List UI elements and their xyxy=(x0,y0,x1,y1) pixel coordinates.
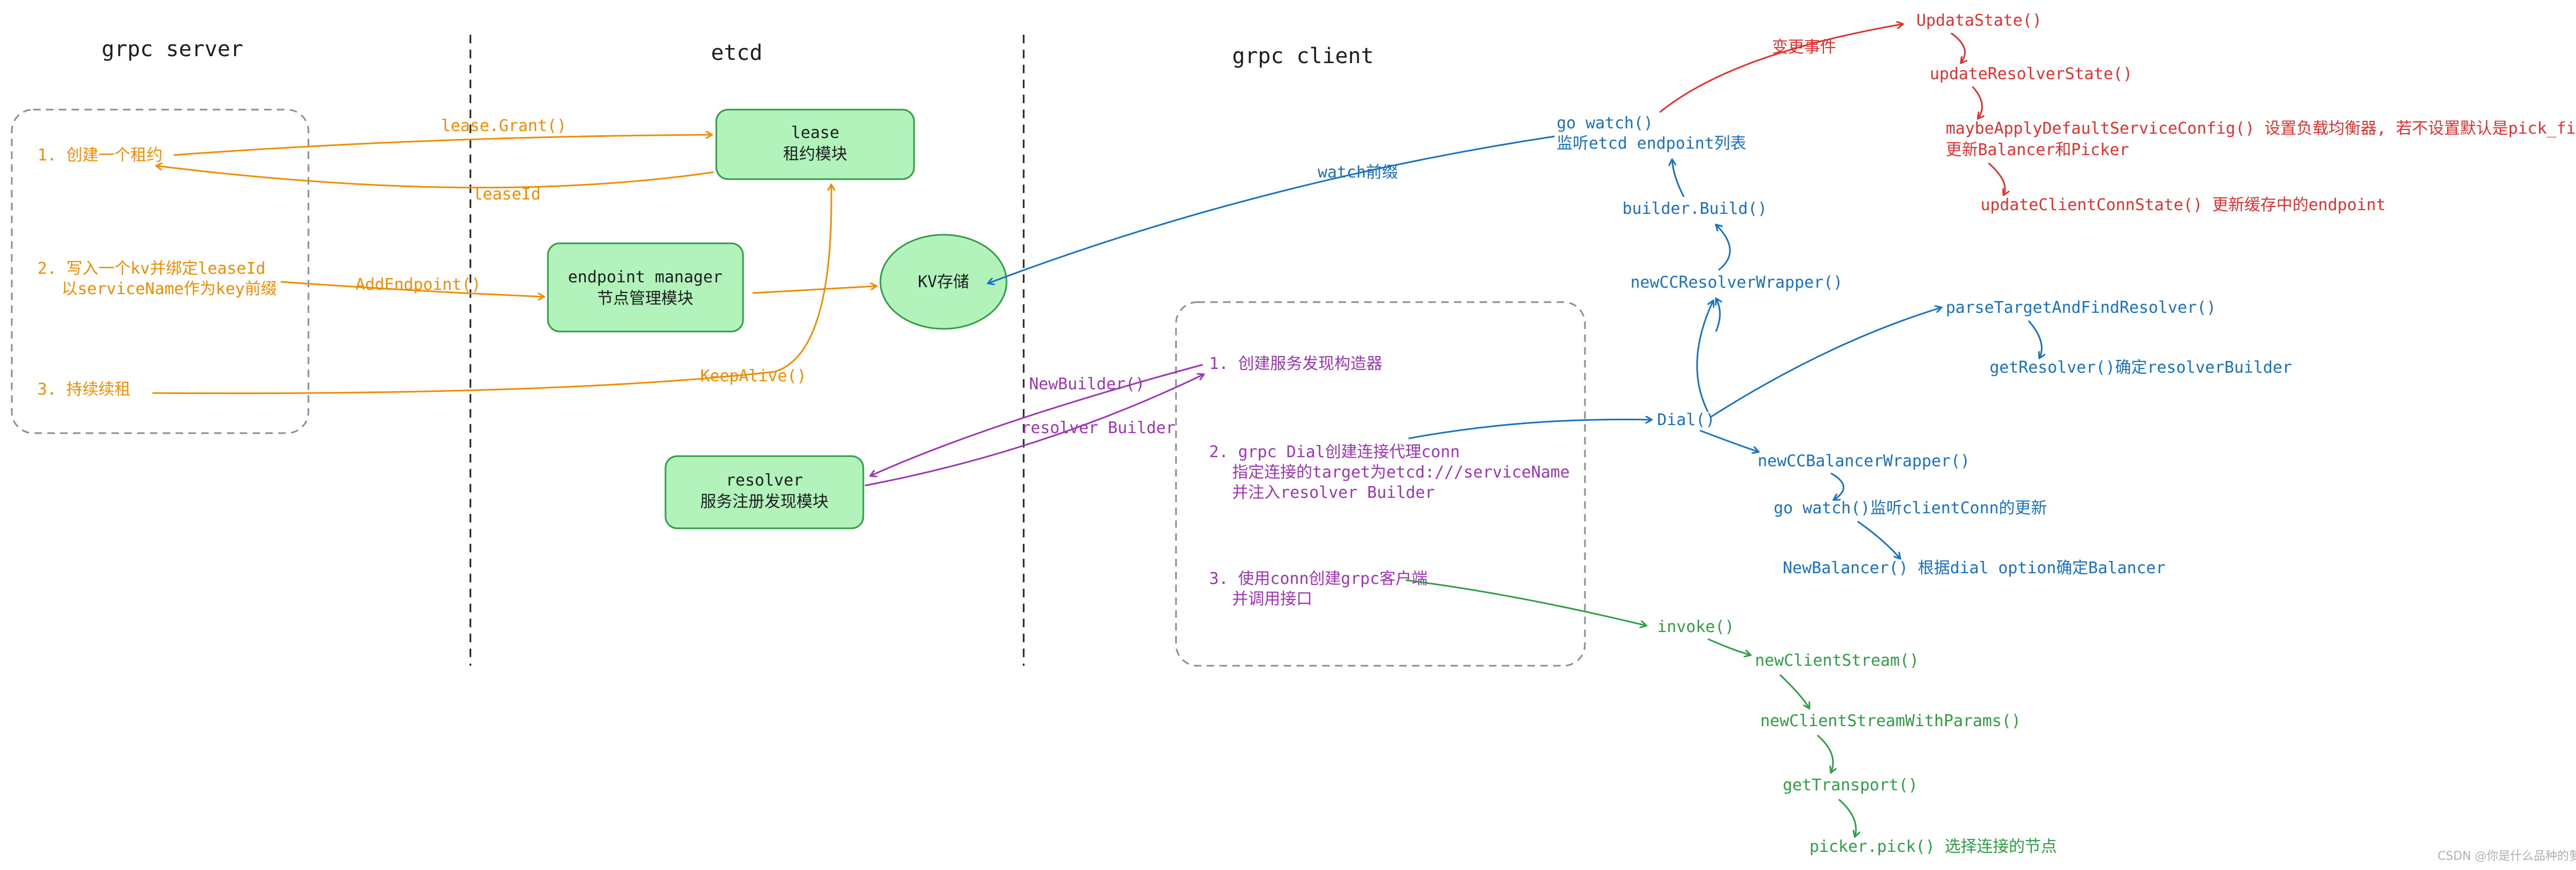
label-lease-id: leaseId xyxy=(473,185,540,204)
arrow-lease-id xyxy=(156,166,714,189)
arrow-endpoint-to-kv xyxy=(752,286,877,294)
endpoint-manager-module: endpoint manager 节点管理模块 xyxy=(547,242,744,333)
arrow-dial-to-balancer-wrapper xyxy=(1699,429,1759,452)
arrow-new-builder xyxy=(870,364,1203,476)
arrow-maybe-apply-to-client-conn xyxy=(1988,162,2005,195)
client-step-2-line-2: 指定连接的target为etcd:///serviceName xyxy=(1232,463,1570,482)
arrow-watch-to-new-balancer xyxy=(1857,520,1900,559)
flow-new-client-stream: newClientStream() xyxy=(1755,651,1919,670)
flow-get-transport: getTransport() xyxy=(1783,776,1918,795)
flow-go-watch: go watch() xyxy=(1557,114,1653,133)
arrow-update-state-to-resolver xyxy=(1951,32,1965,63)
resolver-module-title: resolver xyxy=(726,471,803,490)
flow-new-balancer: NewBalancer() 根据dial option确定Balancer xyxy=(1783,559,2165,578)
arrow-resolver-wrapper-to-build xyxy=(1716,225,1731,271)
lease-module-title: lease xyxy=(791,124,839,142)
arrow-dial-to-resolver-wrapper xyxy=(1696,301,1713,412)
server-step-2-line-2: 以serviceName作为key前缀 xyxy=(61,280,277,298)
client-step-3-line-2: 并调用接口 xyxy=(1232,590,1312,609)
label-change-event: 变更事件 xyxy=(1772,38,1836,57)
arrow-lease-grant xyxy=(173,135,712,156)
arrow-invoke-to-new-client-stream xyxy=(1707,638,1751,655)
kv-storage-node: KV存储 xyxy=(879,234,1008,330)
arrow-parse-to-get-resolver xyxy=(2028,320,2042,358)
arrow-keep-alive xyxy=(152,184,831,394)
arrow-balancer-wrapper-to-watch xyxy=(1830,472,1845,500)
lease-module: lease 租约模块 xyxy=(715,109,915,180)
flow-new-cc-resolver-wrapper: newCCResolverWrapper() xyxy=(1630,273,1843,292)
endpoint-manager-subtitle: 节点管理模块 xyxy=(597,289,693,308)
flow-update-state: UpdataState() xyxy=(1916,11,2042,30)
label-new-builder: NewBuilder() xyxy=(1029,375,1145,394)
flow-parse-target: parseTargetAndFindResolver() xyxy=(1946,298,2216,317)
arrow-watch-prefix xyxy=(988,135,1555,283)
flow-builder-build: builder.Build() xyxy=(1622,199,1767,218)
arrow-client-stream-to-with-params xyxy=(1779,674,1809,709)
flow-invoke: invoke() xyxy=(1657,618,1735,636)
client-step-3-line-1: 3. 使用conn创建grpc客户端 xyxy=(1209,569,1428,588)
client-step-1: 1. 创建服务发现构造器 xyxy=(1209,355,1382,373)
arrow-with-params-to-get-transport xyxy=(1817,734,1833,773)
flow-new-client-stream-with-params: newClientStreamWithParams() xyxy=(1760,712,2021,730)
arrow-resolver-state-to-maybe-apply xyxy=(1971,86,1982,119)
resolver-module: resolver 服务注册发现模块 xyxy=(664,455,864,529)
endpoint-manager-title: endpoint manager xyxy=(568,268,723,287)
lease-module-subtitle: 租约模块 xyxy=(783,145,847,164)
arrow-step2-to-dial xyxy=(1408,419,1652,440)
server-step-3: 3. 持续续租 xyxy=(37,380,130,399)
client-step-2-line-1: 2. grpc Dial创建连接代理conn xyxy=(1209,443,1460,461)
label-lease-grant: lease.Grant() xyxy=(441,117,567,135)
arrow-add-endpoint xyxy=(280,281,544,297)
header-etcd: etcd xyxy=(711,41,762,65)
arrow-change-event xyxy=(1659,24,1903,113)
flow-update-client-conn-state: updateClientConnState() 更新缓存中的endpoint xyxy=(1981,196,2386,214)
arrow-get-transport-to-picker xyxy=(1838,798,1856,837)
flow-dial: Dial() xyxy=(1657,411,1715,429)
flow-new-cc-balancer-wrapper: newCCBalancerWrapper() xyxy=(1758,452,1970,471)
arrow-resolver-builder xyxy=(864,374,1204,487)
client-steps-group xyxy=(1175,301,1586,667)
server-steps-group xyxy=(11,109,310,434)
arrow-build-to-go-watch xyxy=(1672,159,1685,197)
kv-storage-label: KV存储 xyxy=(918,273,969,291)
flow-update-balancer-picker: 更新Balancer和Picker xyxy=(1946,141,2129,159)
flow-watch-etcd-endpoints: 监听etcd endpoint列表 xyxy=(1557,134,1746,153)
label-resolver-builder: resolver Builder xyxy=(1021,419,1175,437)
arrow-step3-to-invoke xyxy=(1405,579,1646,626)
label-keep-alive: KeepAlive() xyxy=(700,367,807,386)
resolver-module-subtitle: 服务注册发现模块 xyxy=(700,492,829,511)
server-step-1: 1. 创建一个租约 xyxy=(37,146,163,165)
flow-maybe-apply-default-config: maybeApplyDefaultServiceConfig() 设置负载均衡器… xyxy=(1946,119,2576,138)
flow-get-resolver: getResolver()确定resolverBuilder xyxy=(1990,358,2292,377)
arrow-dial-to-parse-target xyxy=(1710,307,1941,418)
header-grpc-client: grpc client xyxy=(1232,44,1374,68)
flow-picker-pick: picker.pick() 选择连接的节点 xyxy=(1809,837,2057,856)
flow-update-resolver-state: updateResolverState() xyxy=(1930,65,2132,83)
flow-go-watch-client-conn: go watch()监听clientConn的更新 xyxy=(1774,499,2047,518)
label-watch-prefix: watch前缀 xyxy=(1318,163,1398,182)
header-grpc-server: grpc server xyxy=(102,37,243,61)
server-step-2-line-1: 2. 写入一个kv并绑定leaseId xyxy=(37,259,266,278)
arrow-resolver-wrapper xyxy=(1716,298,1720,332)
client-step-2-line-3: 并注入resolver Builder xyxy=(1232,483,1435,502)
label-add-endpoint: AddEndpoint() xyxy=(355,275,481,294)
watermark: CSDN @你是什么品种的萝卜 xyxy=(2438,850,2576,863)
